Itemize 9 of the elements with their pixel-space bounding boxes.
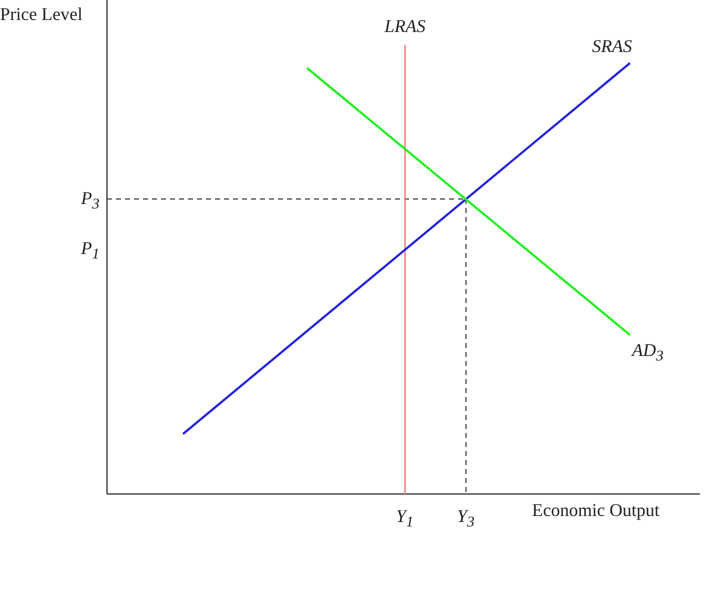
axis-title: Economic Output xyxy=(532,500,660,520)
axis-tick-label: P$_{1}$ xyxy=(81,238,100,265)
axis-tick-label: Y$_{1}$ xyxy=(396,506,414,533)
curve-label: SRAS xyxy=(592,36,632,56)
curve-label: AD$_{3}$ xyxy=(632,340,664,367)
axis-title: Price Level xyxy=(0,4,82,24)
curve-label: LRAS xyxy=(384,16,426,36)
axis-tick-label: P$_{3}$ xyxy=(81,188,100,215)
axis-tick-label: Y$_{3}$ xyxy=(457,506,475,533)
